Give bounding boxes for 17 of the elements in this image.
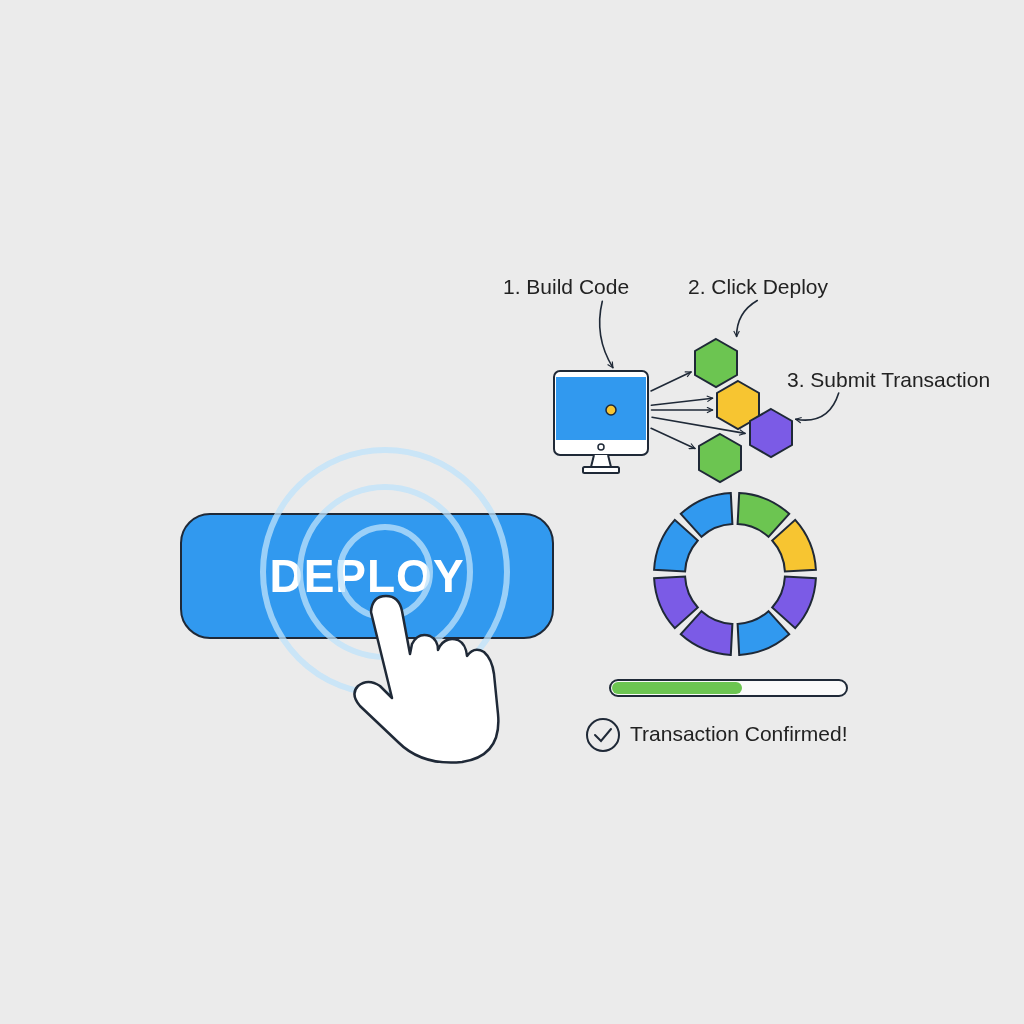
monitor-icon <box>553 370 649 474</box>
hexagon-icon <box>715 380 761 430</box>
arrow <box>650 395 714 407</box>
arrow <box>650 427 696 450</box>
leader-arrow <box>794 392 840 424</box>
hexagon-icon <box>748 408 794 458</box>
arrow <box>650 406 714 414</box>
hexagon-icon <box>697 433 743 483</box>
step-label: 1. Build Code <box>503 275 630 299</box>
leader-arrow <box>733 299 759 338</box>
step-label: 3. Submit Transaction <box>787 368 991 392</box>
leader-arrow <box>598 300 614 369</box>
step-label: 2. Click Deploy <box>688 275 829 299</box>
hexagon-icon <box>693 338 739 388</box>
arrow <box>650 371 692 392</box>
arrow <box>651 416 746 436</box>
status-text: Transaction Confirmed! <box>630 722 848 746</box>
